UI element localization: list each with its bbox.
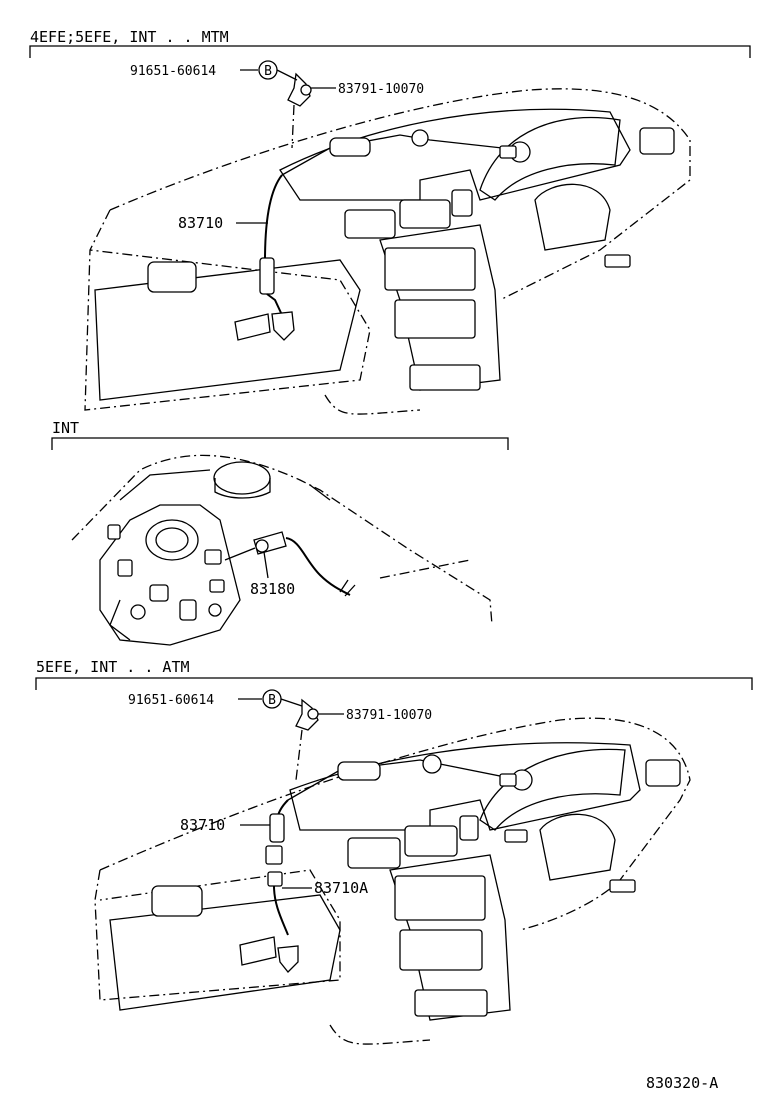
section-top-header: 4EFE;5EFE, INT . . MTM [30,28,229,46]
clamp-83791-10070-top-label: 83791-10070 [338,82,424,97]
climate-panel-bottom [399,929,483,971]
callouts-top: 91651-60614 B 83791-10070 83710 [130,60,424,232]
callouts-middle: 83180 [250,551,295,598]
section-middle: INT [51,419,509,646]
section-middle-header: INT [52,419,79,437]
bolt-91651-60614-bottom-label: 91651-60614 [128,693,214,708]
vent-left-bottom [151,885,203,917]
cable-83710a-path [273,885,289,936]
glovebox-handle-top [234,313,271,341]
dashboard-bottom [94,698,691,1045]
vent-right-top [639,127,675,155]
ashtray-top [409,364,481,391]
clamp-83791-bottom [295,698,319,731]
dashboard-top [84,72,691,415]
sensor-83180-wire [285,537,351,596]
bolt-marker-b-bottom-text: B [268,693,276,708]
audio-unit-top [384,247,476,291]
section-top: 4EFE;5EFE, INT . . MTM [29,28,751,415]
audio-unit-bottom [394,875,486,921]
engine-assembly [71,454,493,646]
cable-83710-top-path [264,174,283,261]
climate-panel-top [394,299,476,339]
vent-left-top [147,261,197,293]
figure-code: 830320-A [646,1074,718,1092]
cable-83710a-end [277,945,299,973]
callouts-bottom: 91651-60614 B 83791-10070 83710 83710A [128,689,432,897]
cable-83710-bottom-label: 83710 [180,816,225,834]
section-bottom-bracket [35,677,753,690]
sensor-83180-label: 83180 [250,580,295,598]
cable-83710-top-sleeve [259,257,275,295]
ashtray-bottom [414,989,488,1017]
section-top-bracket [29,45,751,58]
vent-right-bottom [645,759,681,787]
bolt-91651-60614-top-label: 91651-60614 [130,64,216,79]
cable-83710-top-end [271,311,295,341]
bolt-marker-b-top-text: B [264,64,272,79]
section-bottom: 5EFE, INT . . ATM [35,658,753,1045]
cable-83710-bottom-sleeve [269,813,285,843]
section-middle-bracket [51,437,509,450]
section-bottom-header: 5EFE, INT . . ATM [36,658,190,676]
cable-coupler-bottom [265,845,283,865]
cable-83710a-label: 83710A [314,879,368,897]
clamp-83791-10070-bottom-label: 83791-10070 [346,708,432,723]
glovebox-handle-bottom [239,936,277,966]
clamp-83791-top [287,72,311,107]
cable-83710-top-label: 83710 [178,214,223,232]
